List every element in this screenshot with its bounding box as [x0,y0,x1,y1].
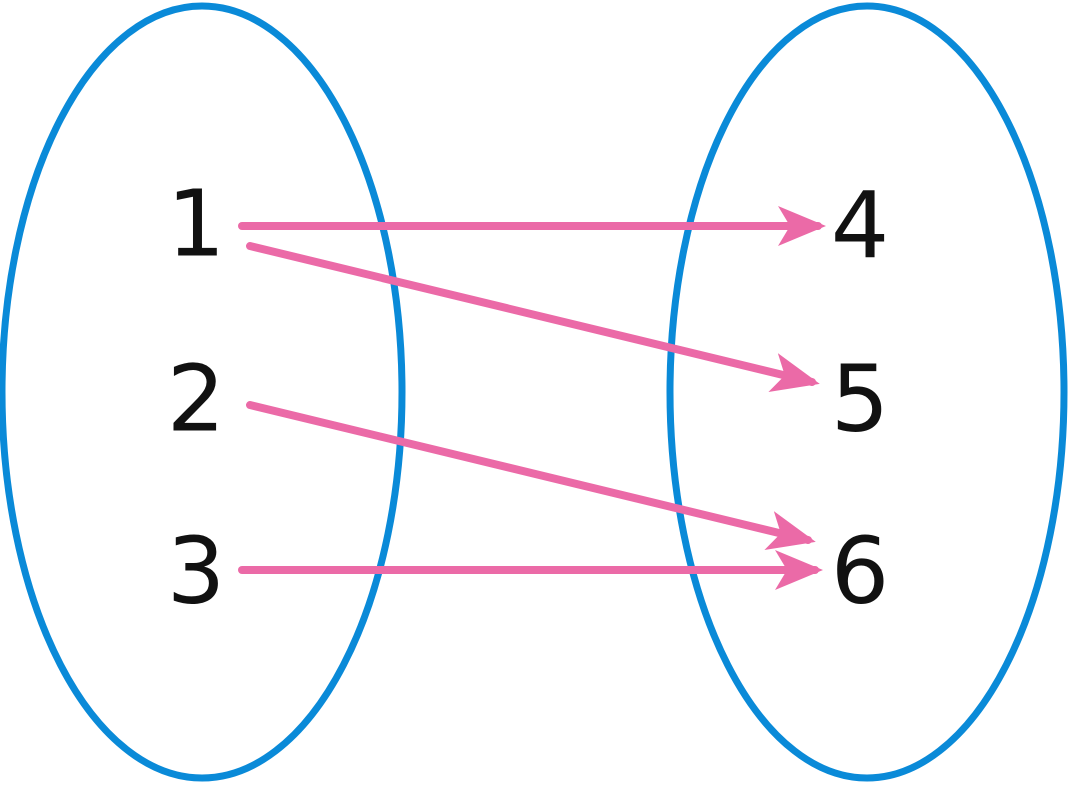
domain-elements: 1 2 3 [167,170,226,624]
codomain-set-oval [666,2,1068,782]
codomain-element-4: 4 [831,172,890,279]
domain-element-2: 2 [167,345,226,452]
domain-set-oval [0,2,406,782]
domain-element-1: 1 [167,170,226,277]
arrow-2-to-6 [246,401,816,551]
codomain-elements: 4 5 6 [831,172,890,624]
codomain-element-5: 5 [831,345,890,452]
domain-element-3: 3 [167,517,226,624]
mapping-arrows [238,206,826,590]
codomain-element-6: 6 [831,517,890,624]
arrow-1-to-5 [246,242,820,393]
